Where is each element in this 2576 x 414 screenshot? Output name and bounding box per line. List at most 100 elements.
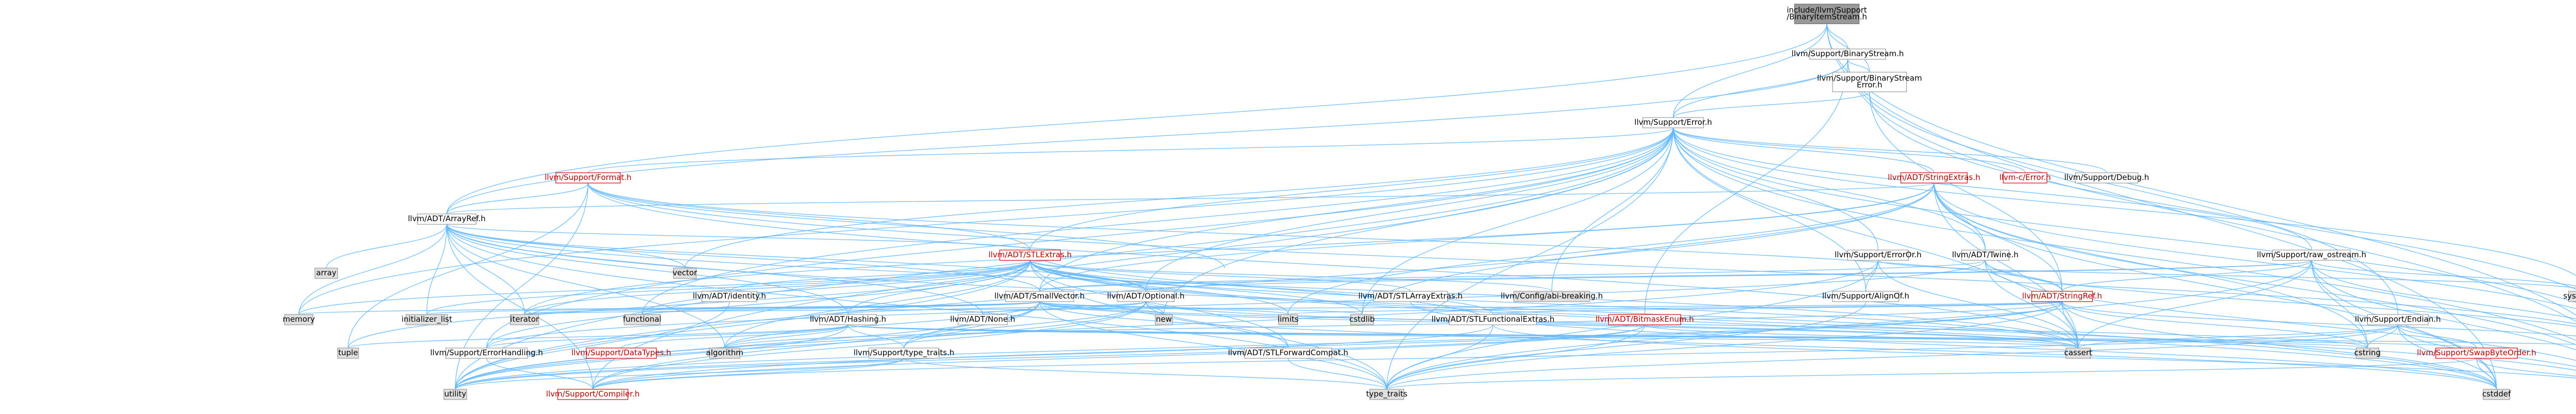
edge-stringref-to-compiler (592, 301, 2063, 390)
node-functional[interactable]: functional (623, 314, 662, 325)
node-compiler[interactable]: llvm/Support/Compiler.h (546, 389, 640, 400)
node-hashing[interactable]: llvm/ADT/Hashing.h (810, 314, 886, 325)
node-box (1278, 314, 1298, 325)
edge-binarystream-to-bitmaskenum (1644, 59, 1849, 315)
node-array[interactable]: array (314, 268, 338, 279)
edge-optional-to-utility (455, 301, 1146, 390)
edge-error-to-cerror (1672, 127, 2026, 173)
edge-root-to-cstdint (1826, 23, 2576, 316)
node-typetraits_std[interactable]: type_traits (1366, 389, 1408, 400)
edge-error-to-stlextras (1029, 127, 1674, 251)
edge-hashing-to-errorhandling (486, 324, 849, 349)
node-stringextras[interactable]: llvm/ADT/StringExtras.h (1888, 172, 1980, 184)
edge-arrayref-to-algorithm (446, 224, 725, 349)
node-format[interactable]: llvm/Support/Format.h (545, 172, 632, 184)
node-systemerror[interactable]: system_error (2563, 291, 2576, 302)
edge-stringextras-to-cstring (1934, 183, 2368, 349)
edge-stringref-to-cstddef (2061, 301, 2497, 390)
edge-arrayref-to-memory (298, 224, 447, 315)
edge-error-to-memory (298, 127, 1674, 315)
node-debug[interactable]: llvm/Support/Debug.h (2064, 172, 2149, 184)
edge-stlextras-to-iterator (524, 260, 1031, 315)
node-box (957, 314, 1008, 325)
node-label: llvm/ADT/STLForwardCompat.h (1228, 348, 1348, 357)
edge-smallvector-to-limits (1039, 301, 1289, 315)
node-new[interactable]: new (1155, 314, 1173, 325)
node-smallvector[interactable]: llvm/ADT/SmallVector.h (994, 291, 1084, 302)
edge-errorort-to-systemerror (1877, 260, 2576, 289)
node-label: llvm/ADT/STLFunctionalExtras.h (1431, 314, 1554, 324)
node-stlextras[interactable]: llvm/ADT/STLExtras.h (989, 250, 1072, 261)
node-utility[interactable]: utility (444, 389, 467, 400)
node-label: llvm/Support/DataTypes.h (571, 348, 671, 357)
node-stringref[interactable]: llvm/ADT/StringRef.h (2022, 291, 2102, 302)
node-endian[interactable]: llvm/Support/Endian.h (2355, 314, 2441, 325)
node-bitmaskenum[interactable]: llvm/ADT/BitmaskEnum.h (1596, 314, 1694, 325)
dependency-edges (298, 23, 2576, 390)
node-twine[interactable]: llvm/ADT/Twine.h (1952, 250, 2019, 261)
node-configabi[interactable]: llvm/Config/abi-breaking.h (1501, 291, 1603, 302)
edge-endian-to-cassert (2078, 324, 2398, 349)
node-error[interactable]: llvm/Support/Error.h (1634, 117, 1712, 128)
node-arrayref[interactable]: llvm/ADT/ArrayRef.h (408, 213, 486, 225)
edge-stlfunctionalextras-to-stlextras (1029, 250, 1494, 325)
edge-error-to-cstdint (1672, 127, 2576, 341)
node-label: limits (1278, 314, 1299, 324)
node-box (1244, 347, 1332, 359)
node-none[interactable]: llvm/ADT/None.h (950, 314, 1015, 325)
node-box (2483, 389, 2511, 400)
node-stlfunctionalextras[interactable]: llvm/ADT/STLFunctionalExtras.h (1431, 314, 1554, 325)
node-swapbyteorder[interactable]: llvm/Support/SwapByteOrder.h (2417, 347, 2536, 359)
node-root[interactable]: include/llvm/Support/BinaryItemStream.h (1787, 4, 1867, 24)
node-identity[interactable]: llvm/ADT/identity.h (693, 291, 766, 302)
edge-stringref-to-cassert (2061, 301, 2079, 349)
node-label: llvm/Support/AlignOf.h (1822, 291, 1909, 301)
node-box (314, 268, 338, 279)
node-box (1155, 314, 1173, 325)
node-binarystream[interactable]: llvm/Support/BinaryStream.h (1791, 48, 1904, 60)
node-initlist[interactable]: initializer_list (401, 314, 452, 325)
edge-bitmaskenum-to-cassert (1644, 324, 2079, 349)
node-memory[interactable]: memory (283, 314, 315, 325)
node-cstring[interactable]: cstring (2354, 347, 2381, 359)
node-stlarrayextras[interactable]: llvm/ADT/STLArrayExtras.h (1358, 291, 1463, 302)
node-cstddef[interactable]: cstddef (2482, 389, 2511, 400)
edge-error-to-errorhandling (486, 127, 1674, 349)
node-algorithm[interactable]: algorithm (706, 347, 743, 359)
node-limits[interactable]: limits (1278, 314, 1299, 325)
edge-twine-to-cstdint (1985, 260, 2576, 361)
node-errorhandling[interactable]: llvm/Support/ErrorHandling.h (430, 347, 543, 359)
node-box (1449, 314, 1537, 325)
node-cassert[interactable]: cassert (2064, 347, 2092, 359)
node-datatypes[interactable]: llvm/Support/DataTypes.h (571, 347, 671, 359)
node-cstdlib[interactable]: cstdlib (1349, 314, 1375, 325)
node-typetraits[interactable]: llvm/Support/type_traits.h (854, 347, 955, 359)
node-box (1369, 389, 1404, 400)
edge-stringextras-to-string (1934, 183, 2576, 309)
node-tuple[interactable]: tuple (337, 347, 359, 359)
edge-stlextras-to-memory (298, 260, 1031, 315)
node-stlforwardcompat[interactable]: llvm/ADT/STLForwardCompat.h (1228, 347, 1348, 359)
edge-stringextras-to-arrayref (446, 183, 1935, 214)
node-optional[interactable]: llvm/ADT/Optional.h (1107, 291, 1185, 302)
node-box (284, 314, 314, 325)
node-box (555, 172, 621, 184)
node-box (701, 291, 757, 302)
edge-bitmaskenum-to-utility (455, 324, 1646, 390)
node-iterator[interactable]: iterator (510, 314, 539, 325)
node-vector[interactable]: vector (672, 268, 698, 279)
edge-hashing-to-string (848, 324, 2576, 345)
node-box (2272, 250, 2351, 261)
node-label: llvm/Config/abi-breaking.h (1501, 291, 1603, 301)
node-aligof[interactable]: llvm/Support/AlignOf.h (1822, 291, 1909, 302)
node-errorort[interactable]: llvm/Support/ErrorOr.h (1835, 250, 1922, 261)
node-box (1900, 172, 1968, 184)
node-label: llvm/ADT/None.h (950, 314, 1015, 324)
node-cerror[interactable]: llvm-c/Error.h (1999, 172, 2051, 184)
edge-rawostream-to-systemerror (2311, 260, 2576, 287)
node-box (1832, 72, 1907, 92)
node-rawostream[interactable]: llvm/Support/raw_ostream.h (2257, 250, 2366, 261)
edge-error-to-debug (1672, 127, 2107, 173)
edge-error-to-errorort (1672, 127, 1879, 251)
